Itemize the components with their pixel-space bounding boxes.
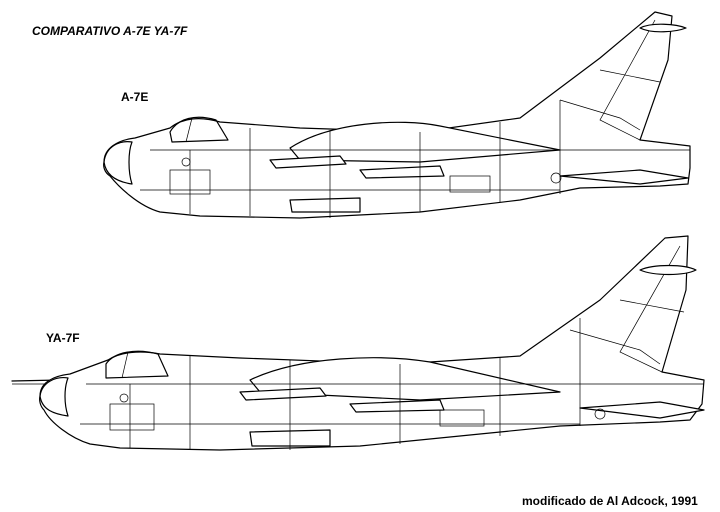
a7e-fuselage xyxy=(103,11,691,219)
a7e-radome xyxy=(103,141,133,185)
a7e-label: A-7E xyxy=(121,90,149,104)
ya7f-fuselage xyxy=(39,235,705,451)
ya7f-radome xyxy=(39,377,69,417)
ya7f-aircraft-drawing xyxy=(11,235,705,451)
credit-text: modificado de Al Adcock, 1991 xyxy=(522,494,698,508)
ya7f-label: YA-7F xyxy=(46,331,80,345)
a7e-aircraft-drawing xyxy=(103,11,691,219)
ya7f-wing xyxy=(249,357,561,401)
a7e-canopy xyxy=(169,116,229,143)
a7e-wing xyxy=(289,121,561,163)
ya7f-canopy xyxy=(105,350,169,379)
diagram-title: COMPARATIVO A-7E YA-7F xyxy=(32,24,188,38)
